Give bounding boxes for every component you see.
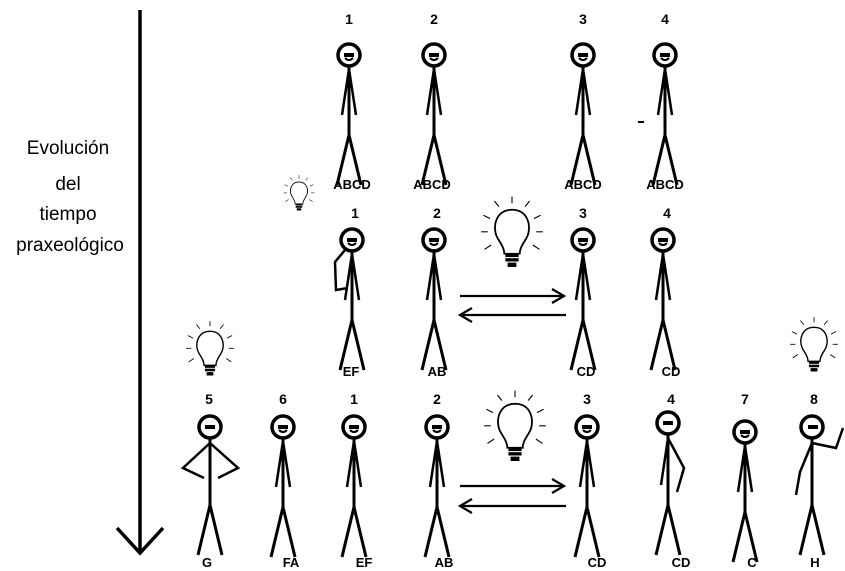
stick-figure <box>342 416 366 557</box>
figure-label: G <box>202 555 212 570</box>
stick-figure <box>796 416 843 555</box>
figure-label: H <box>810 555 819 570</box>
stick-figure <box>653 44 677 185</box>
stick-figure <box>656 412 684 555</box>
figure-number: 1 <box>345 11 353 27</box>
figure-label: EF <box>356 555 373 570</box>
figure-label: CD <box>588 555 607 570</box>
stick-figure <box>575 416 599 557</box>
figure-number: 8 <box>810 391 818 407</box>
lightbulb-icon <box>484 391 546 461</box>
figure-label: CD <box>577 364 596 379</box>
figure-number: 3 <box>583 391 591 407</box>
figure-number: 6 <box>279 391 287 407</box>
stick-figure <box>422 229 446 370</box>
stick-figure <box>571 229 595 370</box>
thinking-arm <box>335 250 348 290</box>
stick-figure <box>651 229 675 370</box>
axis-label-line-1: Evolución <box>27 138 109 159</box>
stick-figure <box>271 416 295 557</box>
figure-number: 3 <box>579 11 587 27</box>
figure-number: 7 <box>741 391 749 407</box>
figure-number: 5 <box>205 391 213 407</box>
stick-figure <box>733 421 757 562</box>
figure-number: 4 <box>667 391 675 407</box>
figure-number: 2 <box>430 11 438 27</box>
exchange-arrows <box>460 289 566 322</box>
figure-label: AB <box>435 555 454 570</box>
figure-number: 1 <box>350 391 358 407</box>
figure-label: ABCD <box>646 177 684 192</box>
figure-number: 2 <box>433 205 441 221</box>
figure-label: CD <box>662 364 681 379</box>
stick-figure <box>337 44 361 185</box>
axis-label-line-4: praxeológico <box>16 235 124 256</box>
figure-label: ABCD <box>564 177 602 192</box>
figure-number: 1 <box>351 205 359 221</box>
figure-number: 3 <box>579 205 587 221</box>
axis-label-line-2: del <box>55 174 80 195</box>
axis-label: Evolución del tiempo praxeológico <box>16 138 124 256</box>
figure-label: ABCD <box>333 177 371 192</box>
stick-figure <box>422 44 446 185</box>
lightbulb-icon <box>481 197 543 267</box>
lightbulb-icon <box>284 175 315 210</box>
row-1: 1 2 3 4 ABCD ABCD ABCD ABCD <box>333 11 684 192</box>
lightbulb-icon <box>790 317 838 371</box>
lightbulb-icon <box>186 321 234 375</box>
figure-label: EF <box>343 364 360 379</box>
stick-figure <box>571 44 595 185</box>
exchange-arrows <box>460 479 566 513</box>
figure-label: FA <box>283 555 300 570</box>
figure-number: 4 <box>663 205 671 221</box>
stick-figure <box>183 416 238 555</box>
figure-number: 2 <box>433 391 441 407</box>
axis-label-line-3: tiempo <box>39 204 96 225</box>
time-arrow <box>117 10 163 553</box>
figure-number: 4 <box>661 11 669 27</box>
figure-label: ABCD <box>413 177 451 192</box>
stick-figure <box>425 416 449 557</box>
figure-label: AB <box>428 364 447 379</box>
figure-label: C <box>747 555 757 570</box>
figure-label: CD <box>672 555 691 570</box>
